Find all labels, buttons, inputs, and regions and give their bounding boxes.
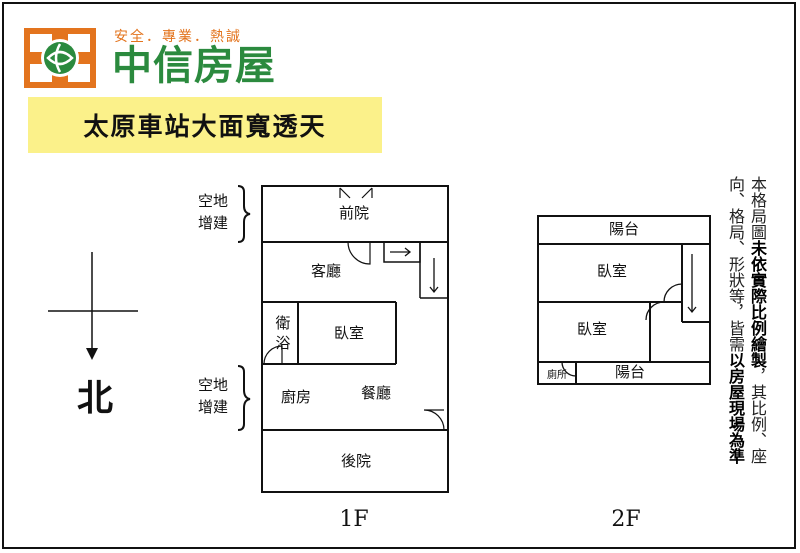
- listing-title: 太原車站大面寬透天: [83, 112, 327, 141]
- room-dining: 餐廳: [361, 384, 391, 402]
- brand-name: 中信房屋: [112, 43, 276, 89]
- floor2-label: 2F: [611, 507, 640, 532]
- floor2-outline: [537, 215, 711, 385]
- room-front-yard: 前院: [339, 204, 369, 222]
- room-bath: 浴: [275, 334, 290, 352]
- annotation-extension: 增建: [198, 398, 228, 416]
- room-living: 客廳: [311, 262, 341, 280]
- room-bedroom-2f-1: 臥室: [597, 262, 627, 280]
- brand-mark-icon: [24, 28, 96, 88]
- annotation-vacant-land: 空地: [198, 376, 228, 394]
- room-balcony-bottom: 陽台: [615, 363, 645, 381]
- room-bedroom-2f-2: 臥室: [577, 320, 607, 338]
- disclaimer-column-1: 本格局圖未依實際比例繪製，其比例、座: [748, 176, 767, 464]
- north-label: 北: [77, 378, 113, 419]
- room-back-yard: 後院: [341, 452, 371, 470]
- disclaimer-column-2: 向、格局、形狀等，皆需以房屋現場為準: [726, 176, 745, 464]
- room-toilet: 廁所: [547, 368, 567, 381]
- room-kitchen: 廚房: [281, 388, 311, 406]
- brand-logo: 安全．專業．熱誠 中信房屋: [24, 26, 336, 90]
- room-balcony-top: 陽台: [609, 220, 639, 238]
- floor1-label: 1F: [339, 507, 368, 532]
- floor1-outline: [261, 185, 449, 493]
- room-bedroom-1f: 臥室: [334, 324, 364, 342]
- north-compass: [48, 252, 138, 360]
- brand-slogan: 安全．專業．熱誠: [114, 29, 242, 45]
- room-bath: 衛: [275, 314, 290, 332]
- annotation-extension: 增建: [198, 214, 228, 232]
- annotation-vacant-land: 空地: [198, 192, 228, 210]
- listing-title-box: 太原車站大面寬透天: [28, 97, 382, 153]
